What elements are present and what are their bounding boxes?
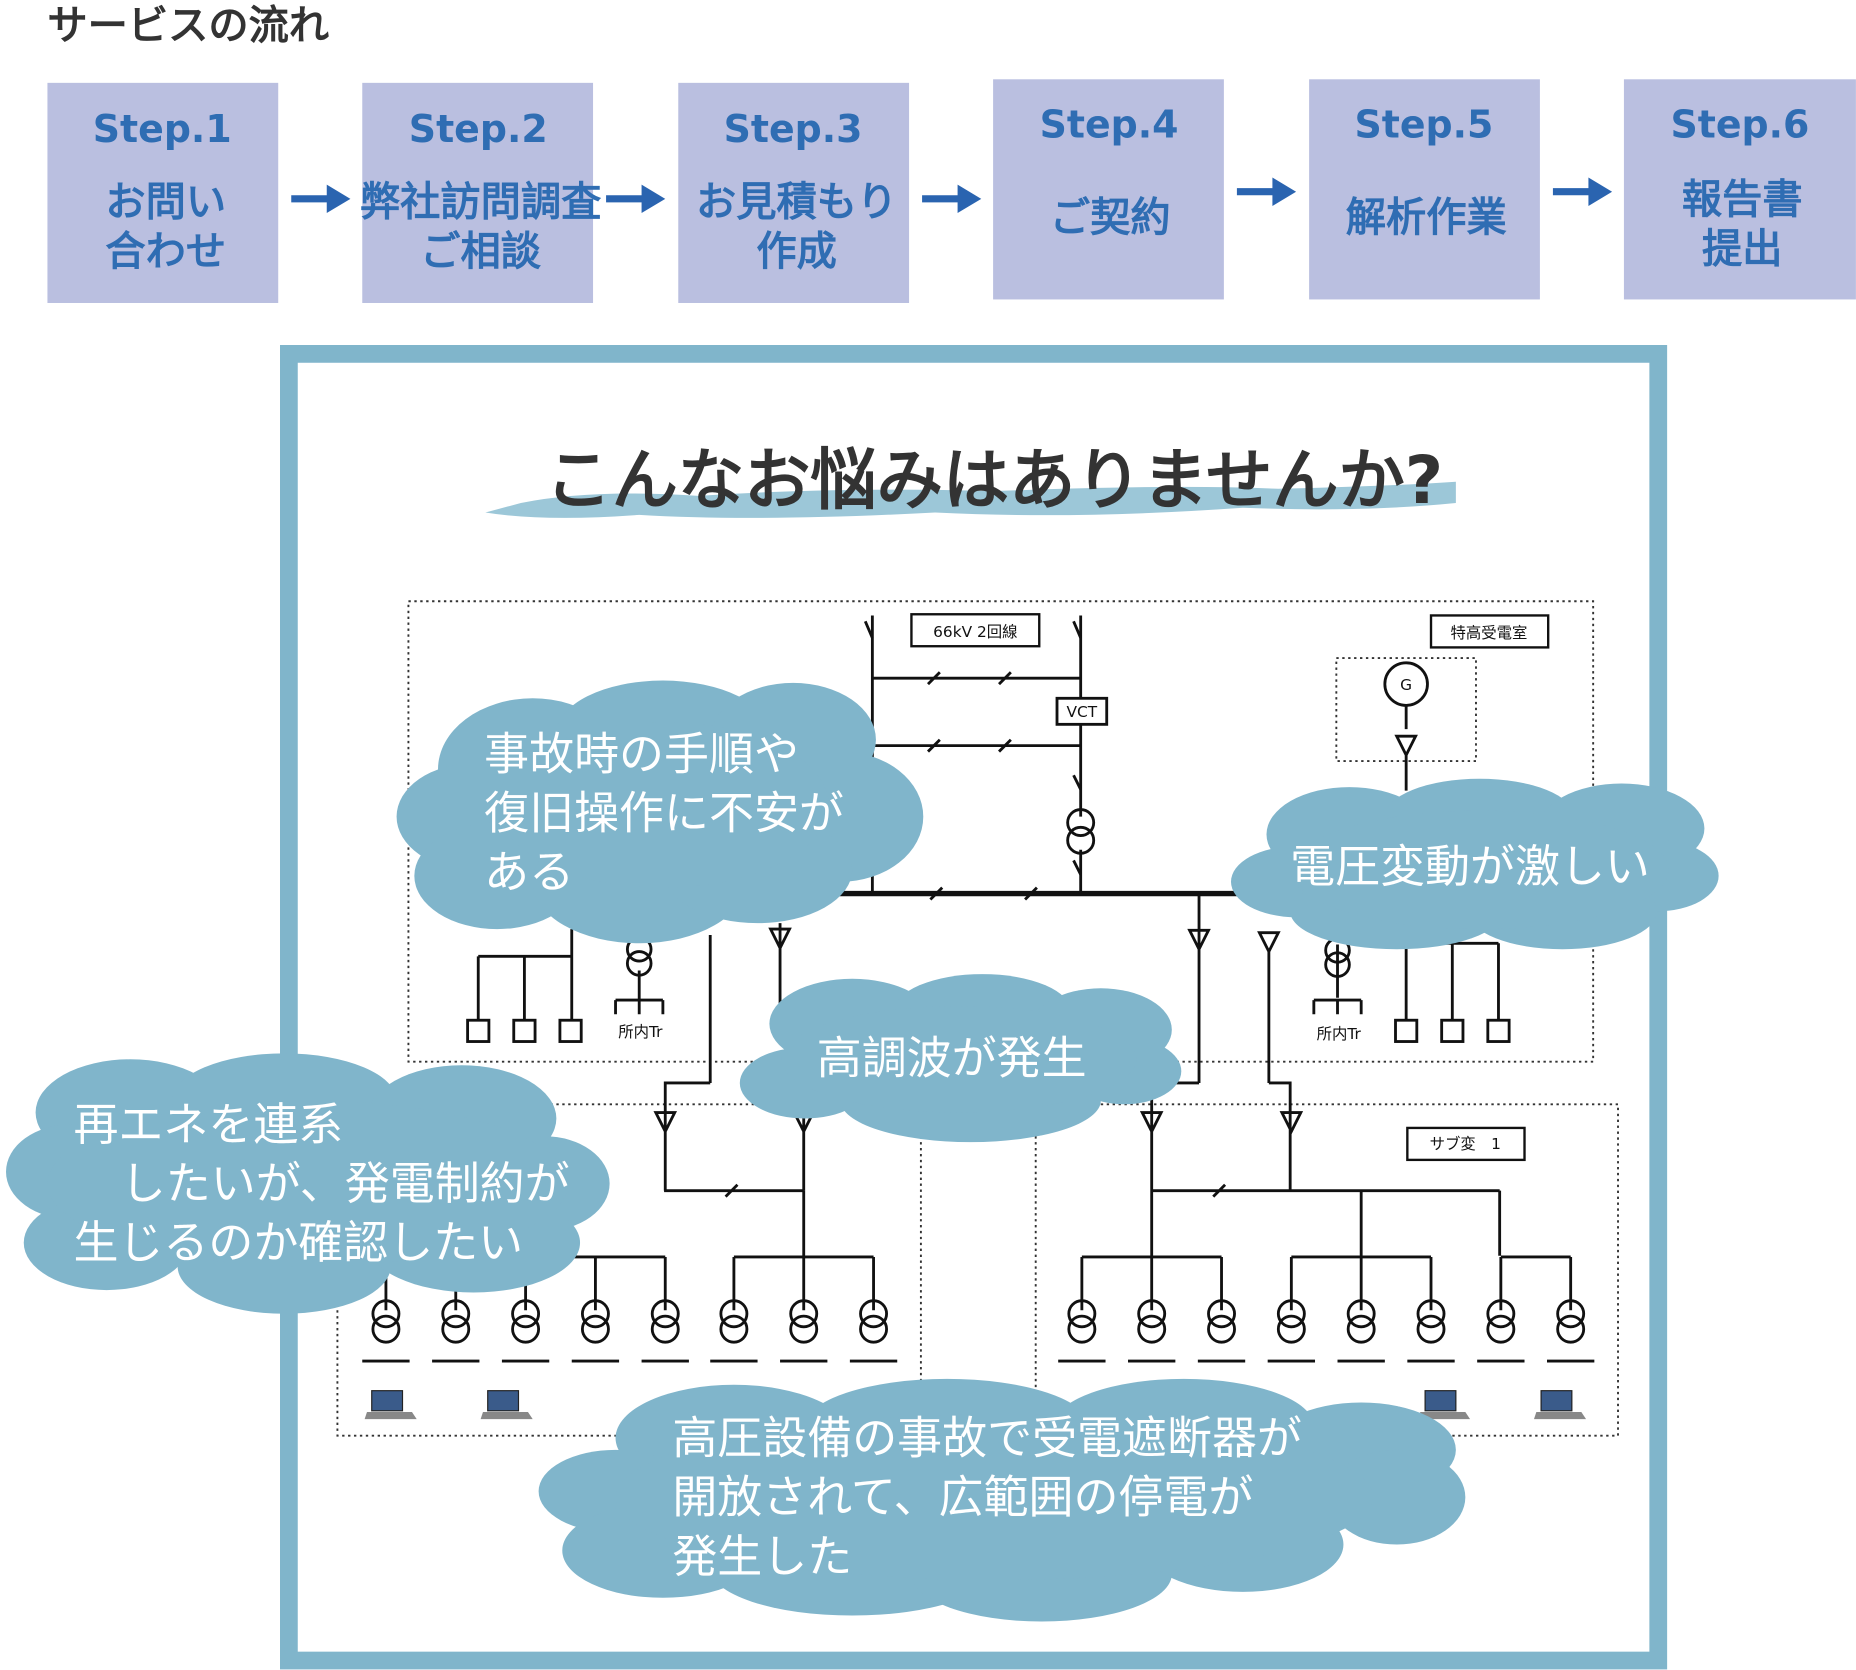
step-box [678, 82, 910, 303]
step-label: お問い [105, 179, 226, 225]
step-arrows [291, 177, 1613, 214]
step-box [1623, 79, 1856, 300]
step-6: Step.6 報告書 提出 [1623, 79, 1856, 300]
generator-label: G [1400, 676, 1412, 694]
substation-label: 特高受電室 [1451, 624, 1528, 642]
step-title: Step.4 [1040, 102, 1179, 146]
step-label: 解析作業 [1346, 195, 1508, 241]
vct-box [1055, 696, 1109, 726]
arrow-right-icon [291, 184, 351, 214]
laptop-icon [1417, 1390, 1471, 1420]
generator-area [1335, 657, 1477, 762]
step-label: ご契約 [1050, 195, 1171, 241]
step-box [993, 79, 1224, 300]
arrow-right-icon [606, 184, 666, 214]
concern-cloud-accident-procedure: 事故時の手順や 復旧操作に不安が ある [396, 680, 924, 944]
feeder-transformers [362, 1190, 1595, 1363]
step-1: Step.1 お問い 合わせ [47, 82, 279, 303]
concern-cloud-outage: 高圧設備の事故で受電遮断器が 開放されて、広範囲の停電が 発生した [538, 1378, 1466, 1622]
concern-cloud-harmonics: 高調波が発生 [739, 974, 1182, 1143]
step-title: Step.5 [1354, 102, 1493, 146]
step-2: Step.2 弊社訪問調査 ご相談 [360, 82, 602, 303]
feeder-area-right [1034, 1103, 1619, 1437]
concern-text: 復旧操作に不安が [484, 786, 844, 839]
heading-brush-stroke [485, 481, 1456, 518]
step-label: 作成 [756, 229, 836, 275]
concern-text: 電圧変動が激しい [1290, 840, 1650, 893]
line-label-box [910, 613, 1041, 648]
concern-text: 開放されて、広範囲の停電が [672, 1471, 1253, 1524]
step-label: 提出 [1702, 227, 1782, 273]
concern-text: 再エネを連系 [73, 1098, 343, 1151]
step-label: 報告書 [1682, 177, 1803, 223]
step-label: 弊社訪問調査 [360, 179, 602, 225]
arrow-right-icon [1552, 177, 1613, 206]
substation-label-box [1429, 614, 1550, 649]
laptop-icon [364, 1390, 417, 1420]
concern-text: 生じるのか確認したい [73, 1216, 523, 1269]
concern-text: したいが、発電制約が [121, 1157, 570, 1210]
concern-cloud-renewable: 再エネを連系 したいが、発電制約が 生じるのか確認したい [6, 1053, 610, 1314]
laptop-icons [364, 1390, 1587, 1420]
sub-station-label-box [1406, 1126, 1526, 1162]
concern-text: 高調波が発生 [817, 1031, 1087, 1084]
step-title: Step.3 [724, 107, 863, 151]
step-4: Step.4 ご契約 [993, 79, 1224, 300]
concern-text: 高圧設備の事故で受電遮断器が [672, 1411, 1302, 1464]
step-box [47, 82, 279, 303]
sub-station-label: サブ変 1 [1430, 1134, 1501, 1153]
step-box [362, 82, 594, 303]
concern-text: 発生した [672, 1530, 852, 1583]
arrow-right-icon [1236, 177, 1297, 206]
section-title: サービスの流れ [47, 3, 329, 49]
step-label: 合わせ [105, 229, 226, 275]
vct-label: VCT [1067, 703, 1098, 721]
step-3: Step.3 お見積もり 作成 [678, 82, 910, 303]
house-transformer-label-left: 所内Tr [618, 1023, 663, 1041]
step-5: Step.5 解析作業 [1309, 79, 1540, 300]
panel-heading: こんなお悩みはありませんか? [545, 441, 1443, 519]
house-transformer-label-right: 所内Tr [1317, 1025, 1362, 1043]
laptop-icon [1533, 1390, 1587, 1420]
line-label: 66kV 2回線 [933, 623, 1017, 641]
step-label: ご相談 [420, 229, 541, 275]
step-label: お見積もり [696, 179, 897, 225]
step-title: Step.1 [93, 107, 232, 151]
step-title: Step.2 [409, 107, 548, 151]
laptop-icon [480, 1390, 533, 1420]
concern-cloud-voltage: 電圧変動が激しい [1230, 778, 1719, 950]
concern-text: 事故時の手順や [484, 727, 799, 780]
transformer-icon [1066, 808, 1096, 838]
concern-text: ある [484, 846, 574, 899]
step-title: Step.6 [1670, 102, 1809, 146]
step-box [1309, 79, 1540, 300]
arrow-right-icon [922, 184, 982, 214]
